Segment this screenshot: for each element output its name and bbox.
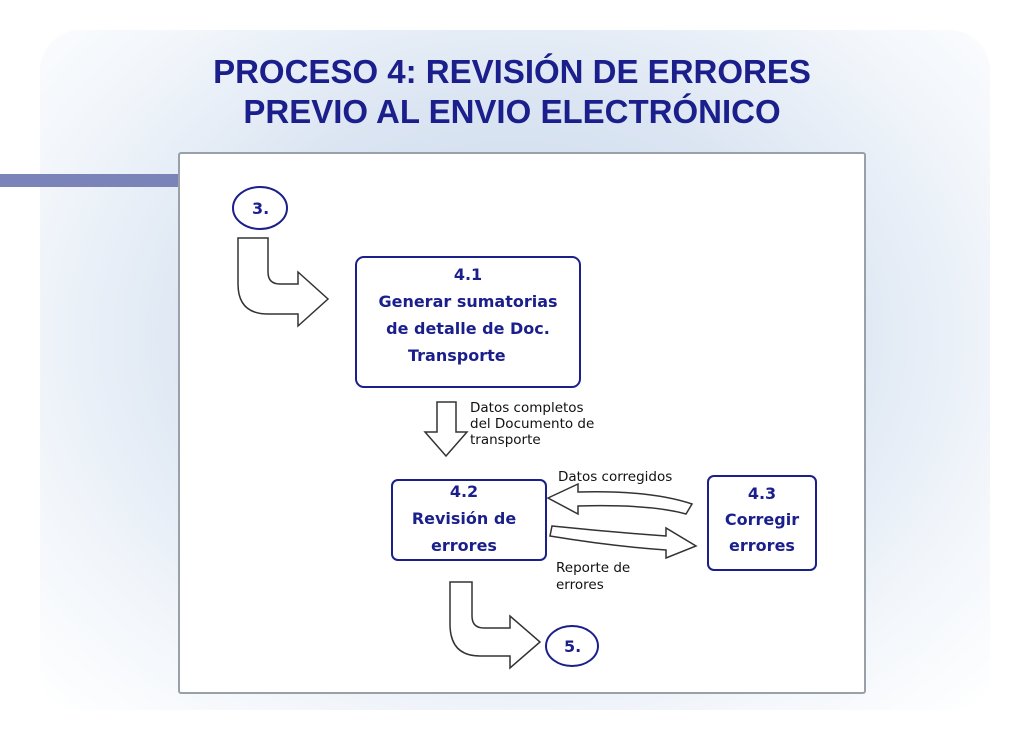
flow-label-1-line3: transporte — [470, 432, 541, 448]
box-4-1-line2: de detalle de Doc. — [386, 319, 550, 338]
box-4-3-line2: errores — [729, 536, 795, 555]
box-4-2-line2: errores — [431, 536, 497, 555]
title-line-2: PREVIO AL ENVIO ELECTRÓNICO — [243, 93, 781, 130]
process-box-4-1 — [355, 256, 581, 388]
start-node-label: 3. — [252, 199, 269, 218]
curved-arrow-to-5 — [449, 581, 542, 670]
process-box-4-2 — [391, 479, 547, 561]
flow-label-3-line1: Reporte de — [556, 560, 630, 576]
end-node-circle — [545, 625, 599, 667]
accent-bar — [0, 174, 178, 187]
box-4-3-number: 4.3 — [748, 484, 776, 503]
flow-label-1-line2: del Documento de — [470, 416, 594, 432]
diagram-panel: 3. 4.1 Generar sumatorias de detalle de … — [178, 152, 866, 694]
down-arrow-to-4-2 — [423, 401, 469, 458]
box-4-2-line1: Revisión de — [412, 509, 517, 528]
title-line-1: PROCESO 4: REVISIÓN DE ERRORES — [213, 53, 811, 90]
process-box-4-3 — [707, 475, 817, 571]
curved-arrow-to-4-1 — [237, 237, 330, 328]
flow-label-3-line2: errores — [556, 577, 604, 593]
flow-label-2: Datos corregidos — [558, 469, 672, 485]
box-4-1-line3: Transporte — [408, 346, 506, 365]
box-4-1-line1: Generar sumatorias — [378, 292, 557, 311]
box-4-2-number: 4.2 — [450, 482, 478, 501]
box-4-3-line1: Corregir — [725, 510, 799, 529]
flow-label-1-line1: Datos completos — [470, 400, 584, 416]
page-title: PROCESO 4: REVISIÓN DE ERRORES PREVIO AL… — [0, 52, 1024, 132]
end-node-label: 5. — [564, 637, 581, 656]
box-4-1-number: 4.1 — [454, 265, 482, 284]
start-node-circle — [232, 186, 288, 230]
arrow-4-2-to-4-3 — [549, 525, 698, 560]
arrow-4-3-to-4-2 — [546, 482, 694, 516]
flow-diagram: 3. 4.1 Generar sumatorias de detalle de … — [232, 186, 817, 670]
